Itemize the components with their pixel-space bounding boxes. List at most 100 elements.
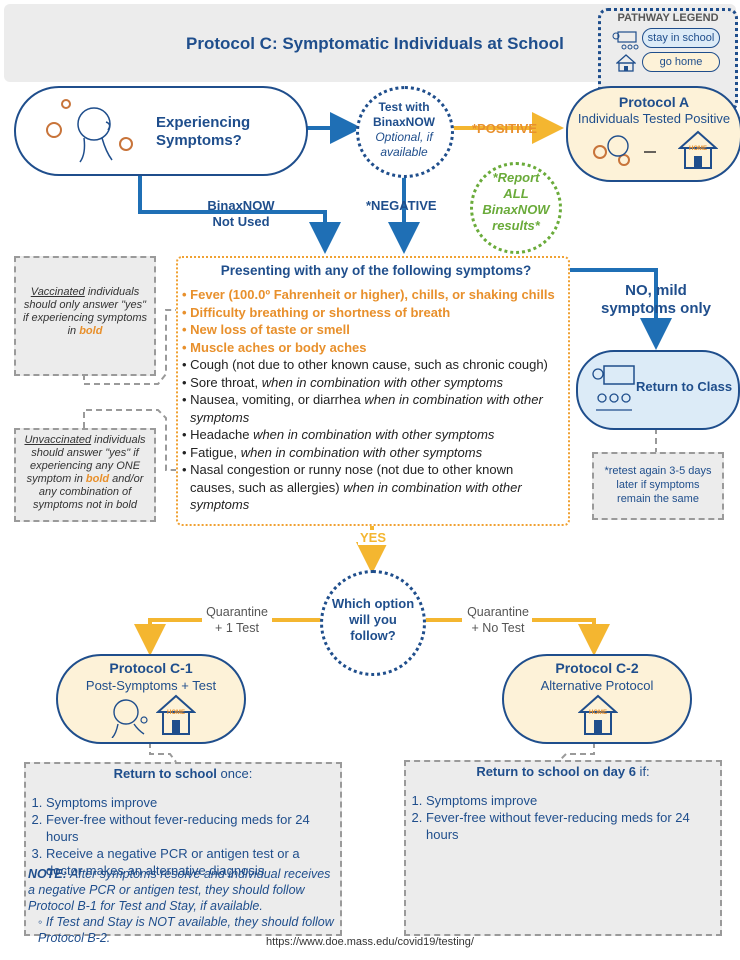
c2-list: Symptoms improve Fever-free without feve… — [408, 792, 716, 843]
symptom-nasal-cont: causes, such as allergies) — [190, 479, 344, 495]
protocol-c2-subtitle: Alternative Protocol — [540, 678, 654, 693]
vaccinated-note-text: Vaccinated individuals should only answe… — [18, 286, 152, 338]
c1-note-label: NOTE: — [28, 867, 67, 881]
return-to-class-label: Return to Class — [636, 379, 733, 394]
c1-list-item: Symptoms improve — [46, 794, 336, 811]
test-line4: available — [380, 145, 428, 159]
symptom-cough: Cough (not due to other known cause, suc… — [190, 357, 548, 372]
start-label: Experiencing Symptoms? — [156, 114, 250, 150]
home-sign: HOME — [689, 146, 707, 152]
test-line2: BinaxNOW — [372, 115, 435, 129]
unvaccinated-t4b: and/or — [109, 473, 144, 485]
class-icon — [612, 31, 639, 50]
c1-heading-rest: once: — [216, 766, 253, 781]
symptom-item: • Sore throat, when in combination with … — [182, 374, 504, 390]
protocol-c1-node — [56, 654, 246, 744]
symptom-item: • Nasal congestion or runny nose (not du… — [182, 462, 514, 477]
protocol-c2-title: Protocol C-2 — [555, 660, 639, 676]
c1-instructions-box — [24, 762, 342, 936]
which-option-label: Which option will you follow? — [320, 596, 426, 644]
retest-line3: remain the same — [617, 493, 699, 505]
unvaccinated-word: Unvaccinated — [24, 434, 92, 446]
c2-instructions-box — [404, 760, 722, 936]
sick-person-icon — [593, 135, 656, 166]
home-sign: HOME — [167, 710, 185, 716]
legend-home-pill: go home — [642, 52, 720, 72]
home-sign: HOME — [589, 710, 607, 716]
source-url: https://www.doe.mass.edu/covid19/testing… — [266, 936, 474, 948]
vaccinated-t2: should only answer "yes" — [23, 299, 147, 311]
symptom-qualifier: when in combination with other symptoms — [253, 427, 495, 442]
sick-person-icon — [46, 99, 133, 163]
unvaccinated-t5: any combination of — [38, 486, 132, 498]
positive-label: *POSITIVE — [472, 121, 538, 136]
start-label-line1: Experiencing — [156, 114, 251, 131]
c1-heading-bold: Return to school — [113, 766, 217, 781]
return-to-class-node — [576, 350, 740, 430]
symptom-taste: New loss of taste or smell — [190, 322, 350, 337]
no-mild-line2: symptoms only — [600, 300, 712, 317]
symptom-qualifier: when in combination with other — [364, 392, 543, 407]
which-option-line1: Which option — [331, 596, 415, 611]
symptom-qualifier: when in combination with other symptoms — [261, 374, 504, 390]
symptom-headache: Headache — [190, 427, 254, 442]
symptom-item: • Headache when in combination with othe… — [182, 427, 495, 442]
report-text: *Report ALL BinaxNOW results* — [470, 170, 562, 234]
symptom-fever: Fever (100.0º Fahrenheit or higher), chi… — [190, 287, 555, 302]
protocol-a-title: Protocol A — [618, 94, 690, 110]
c2-list-item: Fever-free without fever-reducing meds f… — [426, 809, 716, 843]
left-branch-line1: Quarantine — [206, 605, 268, 619]
retest-line2: later if symptoms — [616, 479, 700, 491]
legend-title: PATHWAY LEGEND — [617, 12, 719, 24]
not-used-label: BinaxNOW Not Used — [196, 198, 286, 230]
not-used-line1: BinaxNOW — [207, 198, 275, 213]
symptom-item: • Nausea, vomiting, or diarrhea when in … — [182, 392, 543, 407]
symptom-sore-throat: Sore throat, — [190, 374, 262, 390]
protocol-c1-subtitle: Post-Symptoms + Test — [85, 678, 217, 693]
report-line3: BinaxNOW — [482, 202, 550, 217]
right-branch-label: Quarantine + No Test — [458, 604, 538, 636]
no-mild-line1: NO, mild — [625, 282, 687, 299]
symptoms-box — [176, 256, 570, 526]
unvaccinated-t6: symptoms not in bold — [33, 499, 137, 511]
test-line3: Optional, if — [375, 130, 433, 144]
test-node — [356, 86, 454, 178]
protocol-c1-title: Protocol C-1 — [109, 660, 193, 676]
negative-label: *NEGATIVE — [366, 198, 437, 213]
symptom-item: • Muscle aches or body aches — [182, 339, 367, 355]
class-icon — [592, 365, 635, 411]
vaccinated-t3: if experiencing symptoms — [22, 312, 148, 324]
c1-list: Symptoms improve Fever-free without feve… — [28, 794, 336, 879]
symptom-item: • Fever (100.0º Fahrenheit or higher), c… — [182, 287, 555, 302]
vaccinated-note — [14, 256, 156, 376]
which-option-line3: follow? — [350, 628, 396, 643]
thinking-person-icon — [111, 699, 148, 738]
c1-list-item: Receive a negative PCR or antigen test o… — [46, 845, 336, 879]
symptom-qualifier: symptoms — [190, 497, 250, 512]
symptom-item: • Fatigue, when in combination with othe… — [182, 444, 483, 460]
no-mild-label: NO, mild symptoms only — [586, 282, 726, 318]
unvaccinated-t2: should answer "yes" if — [31, 447, 139, 459]
symptom-item: • Cough (not due to other known cause, s… — [182, 357, 548, 372]
not-used-line2: Not Used — [212, 214, 270, 229]
symptom-item: • New loss of taste or smell — [182, 322, 350, 337]
c1-note-text: After symptoms resolve and individual re… — [28, 867, 331, 913]
which-option-node — [320, 570, 426, 676]
c1-subnote: ◦ If Test and Stay is NOT available, the… — [38, 915, 334, 945]
symptoms-list: • Fever (100.0º Fahrenheit or higher), c… — [182, 286, 566, 514]
c1-heading: Return to school once: — [24, 766, 342, 781]
left-branch-label: Quarantine + 1 Test — [200, 604, 274, 636]
report-line2: ALL — [503, 186, 529, 201]
home-icon — [678, 130, 718, 169]
c2-heading-bold: Return to school on day 6 — [476, 764, 636, 779]
protocol-a-subtitle: Individuals Tested Positive — [577, 111, 731, 126]
report-note — [470, 162, 562, 254]
retest-line1: *retest again 3-5 days — [604, 465, 712, 477]
symptom-nausea: Nausea, vomiting, or diarrhea — [190, 392, 365, 407]
c2-heading-rest: if: — [635, 764, 650, 779]
left-branch-line2: + 1 Test — [215, 621, 259, 635]
vaccinated-word: Vaccinated — [30, 286, 85, 298]
report-line1: *Report — [492, 170, 540, 185]
home-icon — [578, 694, 618, 735]
vaccinated-t4: in — [67, 325, 80, 337]
